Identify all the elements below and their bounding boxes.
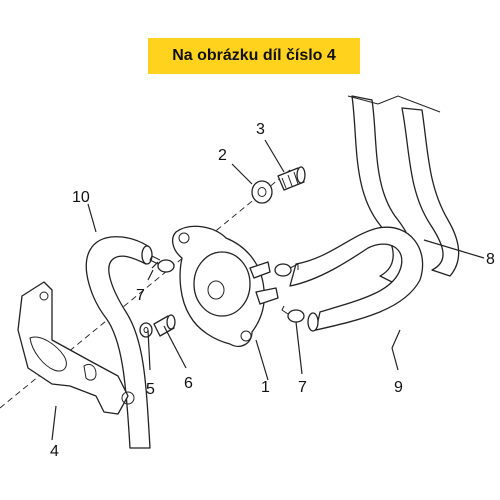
leader-10 [87, 203, 97, 233]
title-banner: Na obrázku díl číslo 4 [148, 38, 360, 74]
callout-4: 4 [50, 443, 59, 460]
leader-1 [255, 339, 269, 381]
part-7-clamp-right-top [274, 263, 299, 277]
part-6-screw [153, 314, 176, 337]
leader-8 [423, 239, 485, 259]
leader-5 [147, 329, 151, 371]
leader-9 [391, 329, 401, 349]
callout-1: 1 [261, 379, 270, 396]
leader-4 [51, 405, 57, 441]
callout-6: 6 [184, 375, 193, 392]
leader-3 [264, 139, 285, 173]
part-2-washer [251, 180, 273, 204]
leader-7-left-b [147, 269, 154, 281]
part-9-hose [289, 226, 424, 332]
callout-10: 10 [72, 189, 90, 206]
part-10-hose [85, 236, 153, 449]
leader-6 [163, 325, 187, 369]
leader-7-right [295, 321, 303, 375]
callout-9: 9 [394, 379, 403, 396]
part-7-clamp-left [149, 255, 175, 273]
leader-7-left [151, 261, 159, 269]
callout-7-left: 7 [136, 287, 145, 304]
callout-7-right: 7 [298, 379, 307, 396]
leader-9b [391, 347, 399, 371]
callout-2: 2 [218, 147, 227, 164]
callout-3: 3 [256, 121, 265, 138]
part-3-screw [277, 166, 306, 191]
part-7-clamp-right-bottom [281, 305, 305, 323]
leader-2 [231, 163, 253, 185]
callout-8: 8 [486, 251, 495, 268]
part-4-bracket [17, 281, 135, 415]
part-5-washer [139, 322, 153, 338]
callout-5: 5 [146, 381, 155, 398]
part-1-fuel-pump [171, 225, 279, 347]
